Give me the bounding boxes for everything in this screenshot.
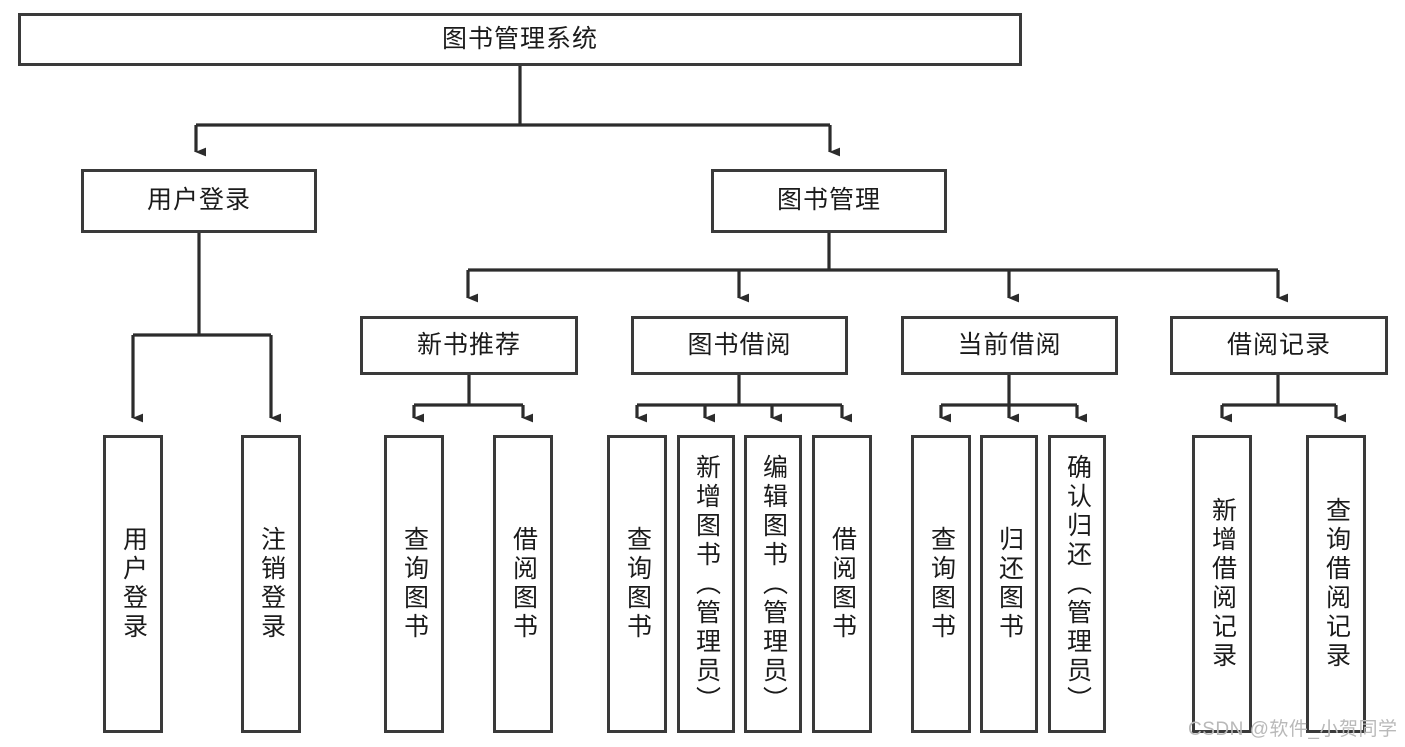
node-leaf-borrow-book-1-label: 借阅图书 xyxy=(509,526,538,642)
node-user-login[interactable]: 用户登录 xyxy=(81,169,317,233)
node-leaf-edit-book[interactable]: 编辑图书（管理员） xyxy=(744,435,802,733)
node-leaf-confirm-return[interactable]: 确认归还（管理员） xyxy=(1048,435,1106,733)
node-leaf-return-book[interactable]: 归还图书 xyxy=(980,435,1038,733)
node-leaf-query-book-3-label: 查询图书 xyxy=(927,526,956,642)
node-new-book-rec[interactable]: 新书推荐 xyxy=(360,316,578,375)
node-current-borrow[interactable]: 当前借阅 xyxy=(901,316,1118,375)
node-user-login-label: 用户登录 xyxy=(146,186,251,215)
node-leaf-return-book-label: 归还图书 xyxy=(995,526,1024,642)
node-leaf-add-record[interactable]: 新增借阅记录 xyxy=(1192,435,1252,733)
node-leaf-borrow-book-2[interactable]: 借阅图书 xyxy=(812,435,872,733)
node-leaf-user-logout-label: 注销登录 xyxy=(257,526,286,642)
node-root[interactable]: 图书管理系统 xyxy=(18,13,1022,66)
node-leaf-confirm-return-label: 确认归还（管理员） xyxy=(1063,453,1092,715)
node-leaf-query-book-2[interactable]: 查询图书 xyxy=(607,435,667,733)
node-leaf-add-record-label: 新增借阅记录 xyxy=(1208,497,1237,671)
node-leaf-user-login-label: 用户登录 xyxy=(119,526,148,642)
node-leaf-query-record[interactable]: 查询借阅记录 xyxy=(1306,435,1366,733)
node-leaf-query-book-1[interactable]: 查询图书 xyxy=(384,435,444,733)
node-book-borrow-label: 图书借阅 xyxy=(687,330,792,359)
node-leaf-edit-book-label: 编辑图书（管理员） xyxy=(759,453,788,715)
node-leaf-query-book-2-label: 查询图书 xyxy=(623,526,652,642)
node-leaf-borrow-book-2-label: 借阅图书 xyxy=(828,526,857,642)
node-book-borrow[interactable]: 图书借阅 xyxy=(631,316,848,375)
node-new-book-rec-label: 新书推荐 xyxy=(416,330,521,359)
node-leaf-query-book-3[interactable]: 查询图书 xyxy=(911,435,971,733)
node-current-borrow-label: 当前借阅 xyxy=(957,330,1062,359)
node-borrow-record-label: 借阅记录 xyxy=(1226,330,1331,359)
node-leaf-user-logout[interactable]: 注销登录 xyxy=(241,435,301,733)
node-leaf-add-book-label: 新增图书（管理员） xyxy=(692,453,721,715)
node-book-manage-label: 图书管理 xyxy=(776,186,881,215)
node-book-manage[interactable]: 图书管理 xyxy=(711,169,947,233)
node-leaf-query-record-label: 查询借阅记录 xyxy=(1322,497,1351,671)
node-borrow-record[interactable]: 借阅记录 xyxy=(1170,316,1388,375)
node-leaf-user-login[interactable]: 用户登录 xyxy=(103,435,163,733)
node-leaf-query-book-1-label: 查询图书 xyxy=(400,526,429,642)
node-leaf-borrow-book-1[interactable]: 借阅图书 xyxy=(493,435,553,733)
node-root-label: 图书管理系统 xyxy=(441,24,598,53)
node-leaf-add-book[interactable]: 新增图书（管理员） xyxy=(677,435,735,733)
